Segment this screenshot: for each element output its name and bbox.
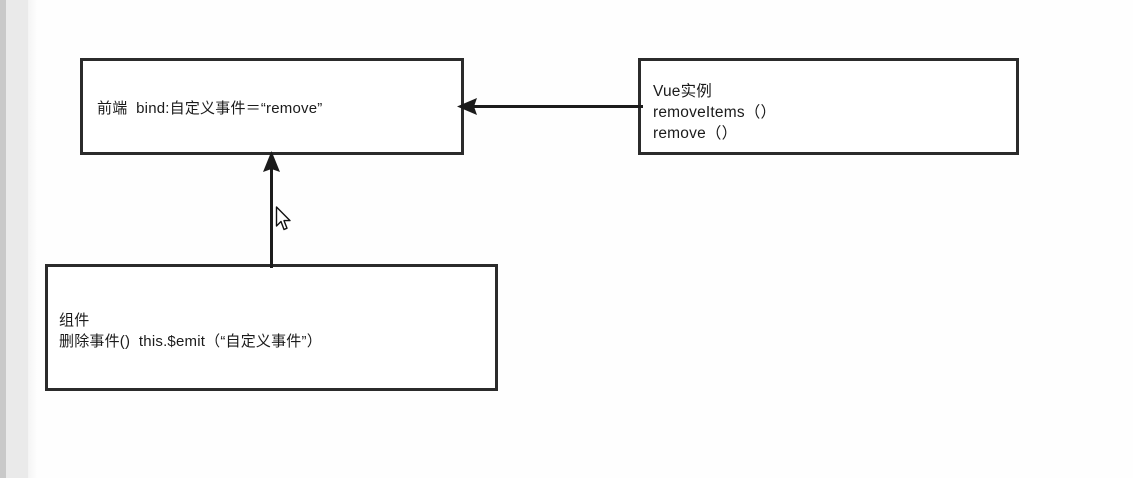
window-left-gutter-fade [28, 0, 38, 478]
component-box-text: 组件 删除事件() this.$emit（“自定义事件”） [59, 312, 322, 351]
window-left-gutter [6, 0, 28, 478]
arrow-vue-to-frontend [457, 98, 643, 115]
vue-instance-box-text: Vue实例 removeItems（） remove（） [653, 83, 777, 142]
window-left-edge-strip [0, 0, 6, 478]
vue-instance-box[interactable]: Vue实例 removeItems（） remove（） [638, 58, 1019, 155]
component-box[interactable]: 组件 删除事件() this.$emit（“自定义事件”） [45, 264, 498, 391]
arrow-component-to-frontend [263, 151, 280, 268]
frontend-bind-box-text: 前端 bind:自定义事件＝“remove” [97, 100, 323, 117]
frontend-bind-box[interactable]: 前端 bind:自定义事件＝“remove” [80, 58, 464, 155]
